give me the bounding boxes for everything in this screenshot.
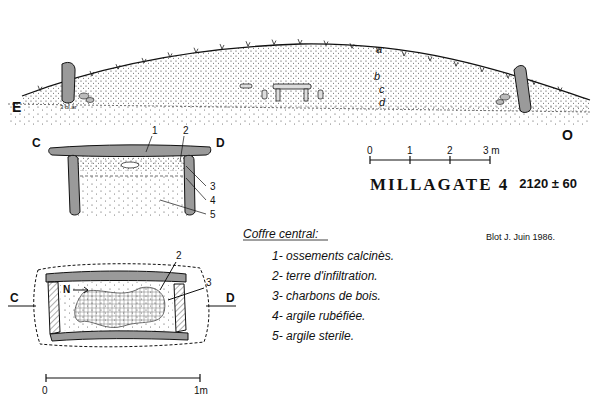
mound-section [8, 39, 590, 127]
layer-letter: d [379, 97, 385, 108]
cist-section [49, 136, 211, 216]
scale-number: 0 [42, 386, 48, 396]
section-letter: C [32, 137, 41, 149]
legend-line: 5- argile sterile. [272, 330, 354, 342]
orientation-letter: O [562, 128, 573, 142]
callout-number: 3 [206, 278, 212, 288]
legend-line: 3- charbons de bois. [272, 290, 381, 302]
section-letter: C [10, 292, 19, 304]
scale-number: 1m [194, 386, 208, 396]
legend-line: 2- terre d'infiltration. [272, 270, 378, 282]
layer-letter: a [376, 44, 382, 55]
layer-letter: b [374, 71, 380, 82]
cist-plan [8, 262, 236, 382]
callout-number: 4 [210, 196, 216, 206]
section-letter: D [216, 137, 225, 149]
legend-line: 1- ossements calcinès. [272, 250, 394, 262]
legend-heading: Coffre central: [243, 228, 318, 240]
orientation-letter: E [12, 100, 21, 114]
scale-number: 1 [407, 146, 413, 156]
callout-number: 5 [210, 210, 216, 220]
legend-line: 4- argile rubéfiée. [272, 310, 365, 322]
callout-number: 3 [210, 182, 216, 192]
scale-number: 2 [447, 146, 453, 156]
layer-letter: c [379, 84, 385, 95]
section-letter: D [226, 292, 235, 304]
callout-number: 2 [183, 126, 189, 136]
note: 3 bl.ar [60, 104, 77, 110]
callout-number: 1 [152, 126, 158, 136]
callout-number: 2 [176, 251, 182, 261]
scale-number: 3 m [483, 146, 500, 156]
site-title: MILLAGATE 4 [370, 176, 509, 193]
north-arrow-letter: N [63, 285, 70, 295]
author-credit: Blot J. Juin 1986. [486, 233, 555, 242]
scale-bar [370, 156, 490, 164]
scale-number: 0 [367, 146, 373, 156]
radiocarbon-date: 2120 ± 60 [519, 177, 577, 190]
